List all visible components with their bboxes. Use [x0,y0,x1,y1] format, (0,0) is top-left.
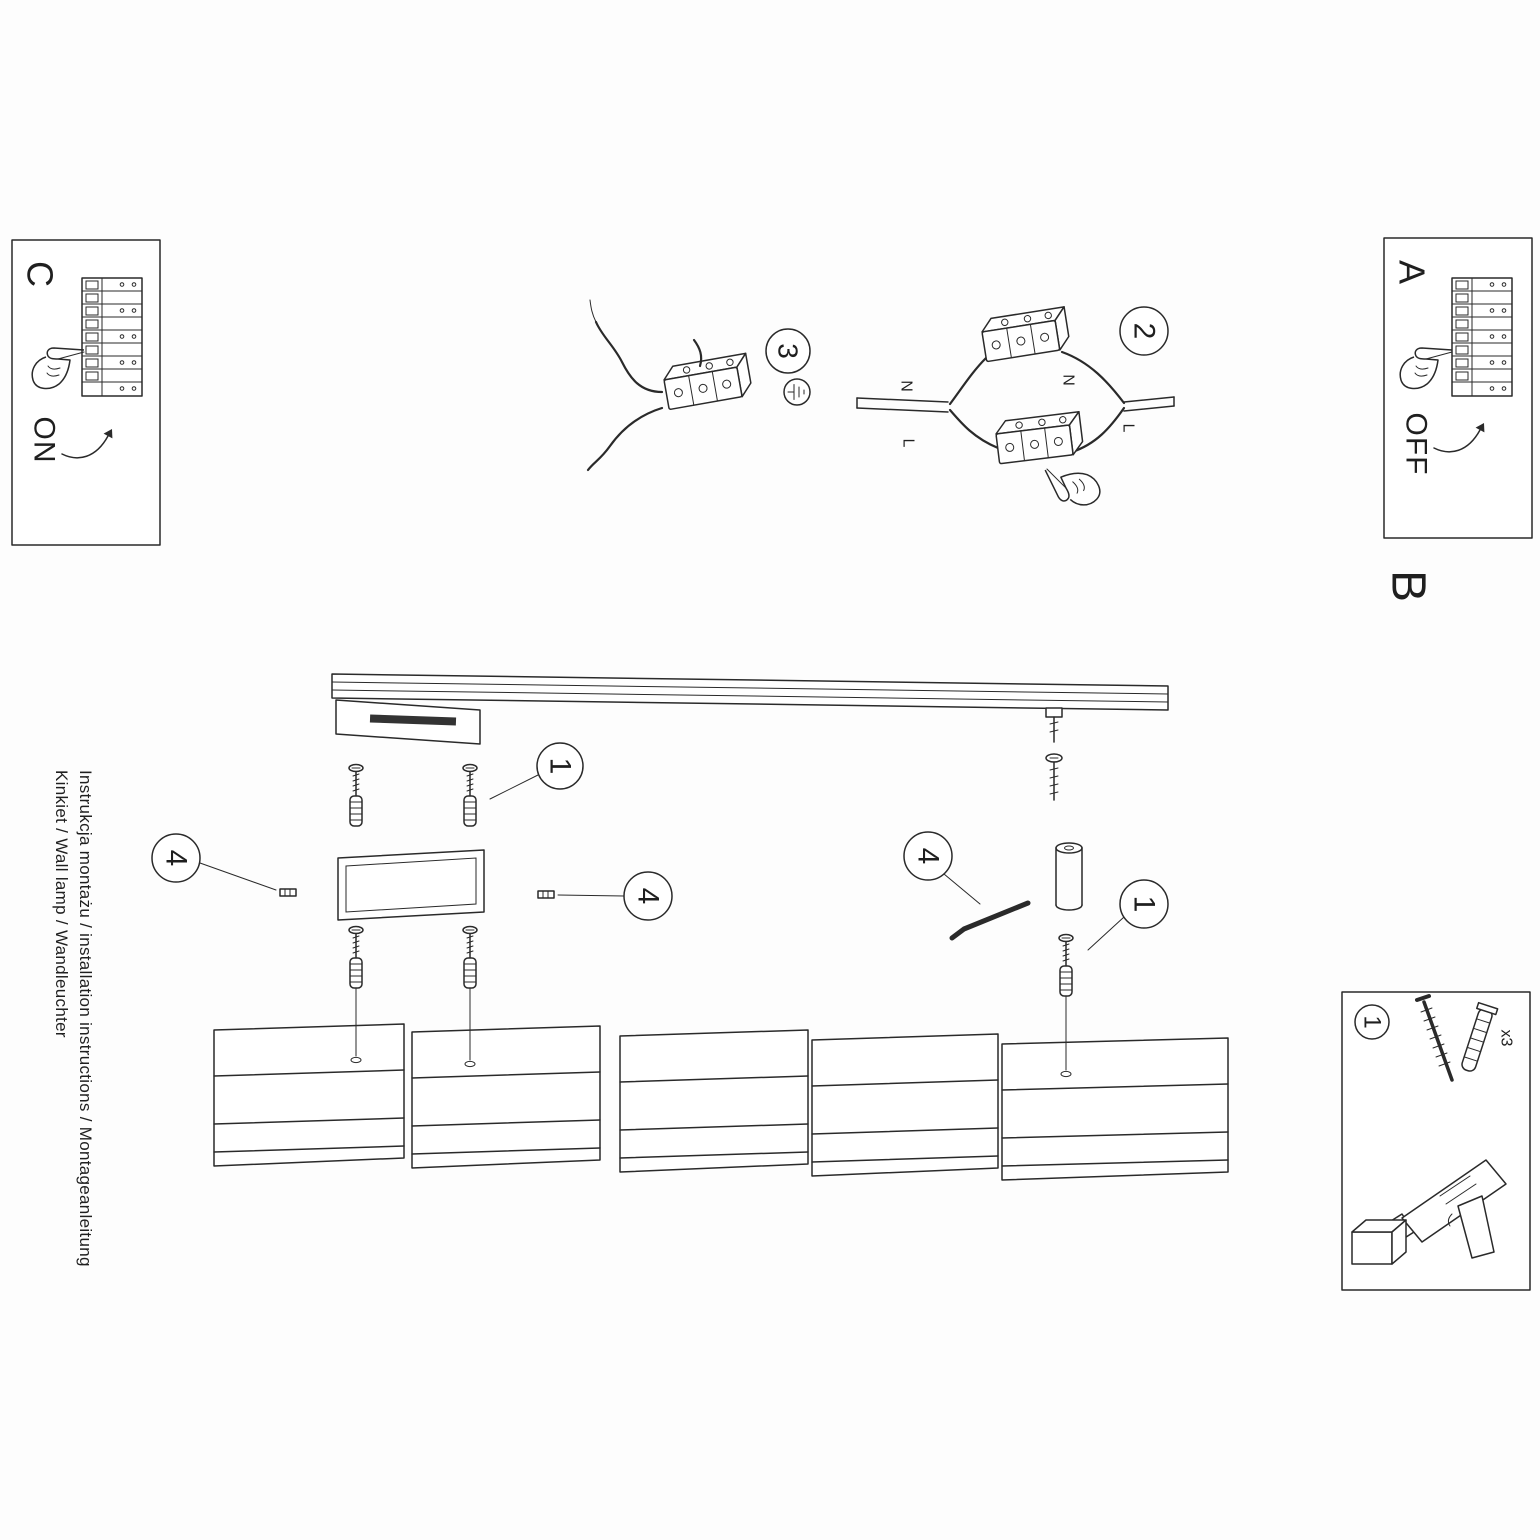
hand-holding-icon [1042,450,1106,517]
step3-marker: 3 [765,328,811,374]
step2-marker: 2 [1119,306,1169,356]
terminal-connector-icon [661,352,754,411]
wire-end [589,299,597,323]
step2-wiring-diagram: N L N L 2 [856,306,1175,517]
wire [586,406,664,472]
box-c-state-label: ON [28,417,61,464]
wire-stub [692,338,703,368]
step1-marker: 1 [1087,879,1169,951]
box-c-letter: C [20,261,61,287]
breaker-box-a: A OFF [1383,237,1533,539]
screw-hole [464,1060,476,1068]
side-text: Kinkiet / Wall lamp / Wandleuchter Instr… [52,770,95,1267]
wire-label-l: L [1120,424,1137,433]
wall-panel [811,1033,999,1177]
wall-plug-screw [462,925,478,989]
mounting-screw [1045,753,1063,801]
screw-icon [1415,994,1454,1082]
step4-number: 4 [912,848,945,865]
battery-box-icon [1351,1219,1407,1265]
rail-assembly: 1 4 4 4 1 [151,673,1169,1071]
track-rail [331,673,1169,711]
cable-edge [856,397,949,403]
step4-marker: 4 [557,871,673,921]
step1-marker: 1 [489,742,584,800]
quantity-label: x3 [1498,1030,1515,1047]
instruction-title-line: Instrukcja montażu / installation instru… [76,770,95,1267]
wall-panel [1001,1037,1229,1181]
step4-number: 4 [160,850,193,867]
parts-box: 1 x3 [1341,991,1531,1291]
screw-hole [350,1056,362,1064]
step4-marker: 4 [151,833,277,891]
step2-number: 2 [1128,323,1161,340]
wire-label-l: L [900,439,917,448]
spacer-cylinder [1055,842,1083,911]
wire [948,408,1000,450]
wall-plug-screw [348,763,364,827]
set-screw [279,888,297,897]
wall-plug-screw [348,925,364,989]
set-screw [537,890,555,899]
step4-number: 4 [632,888,665,905]
box-a-letter: A [1392,260,1433,284]
wire-label-n: N [1060,374,1077,386]
allen-key-icon [949,900,1031,941]
wall-panel [213,1023,405,1167]
screw-hole [1060,1070,1072,1078]
wall-panel [411,1025,601,1169]
cable-edge [1123,396,1175,403]
cable-edge [856,407,949,413]
wire-label-n: N [898,380,915,392]
wall-panel [619,1029,809,1173]
step1-marker: 1 [1354,1004,1390,1040]
breaker-box-c: C ON [11,239,161,546]
step3-wiring-diagram: 3 [586,299,811,472]
box-a-state-label: OFF [1400,413,1433,476]
rail-grub-screw [1045,707,1063,743]
breaker-panel-icon [1451,277,1513,397]
rail-end-bracket [335,699,481,745]
step4-marker: 4 [903,831,981,905]
ground-symbol-icon [783,378,811,406]
wire [594,320,664,394]
mounting-plate [337,849,485,921]
step1-number: 1 [1359,1015,1386,1028]
wire [948,356,988,406]
step1-number: 1 [1128,896,1161,913]
breaker-panel-icon [81,277,143,397]
bracket-slot [369,714,457,726]
product-name-line: Kinkiet / Wall lamp / Wandleuchter [52,770,71,1038]
wall-plug-icon [1461,1001,1499,1072]
wall-plug-screw [1058,933,1074,997]
wall-panels [213,1023,1229,1181]
wire [1060,350,1126,405]
terminal-connector-icon [979,306,1072,363]
step1-number: 1 [544,758,577,775]
section-b-label: B [1382,570,1435,602]
step3-number: 3 [773,343,804,359]
cable-edge [1123,405,1175,412]
terminal-connector-icon [993,410,1085,465]
wire [1070,406,1126,454]
wall-plug-screw [462,763,478,827]
